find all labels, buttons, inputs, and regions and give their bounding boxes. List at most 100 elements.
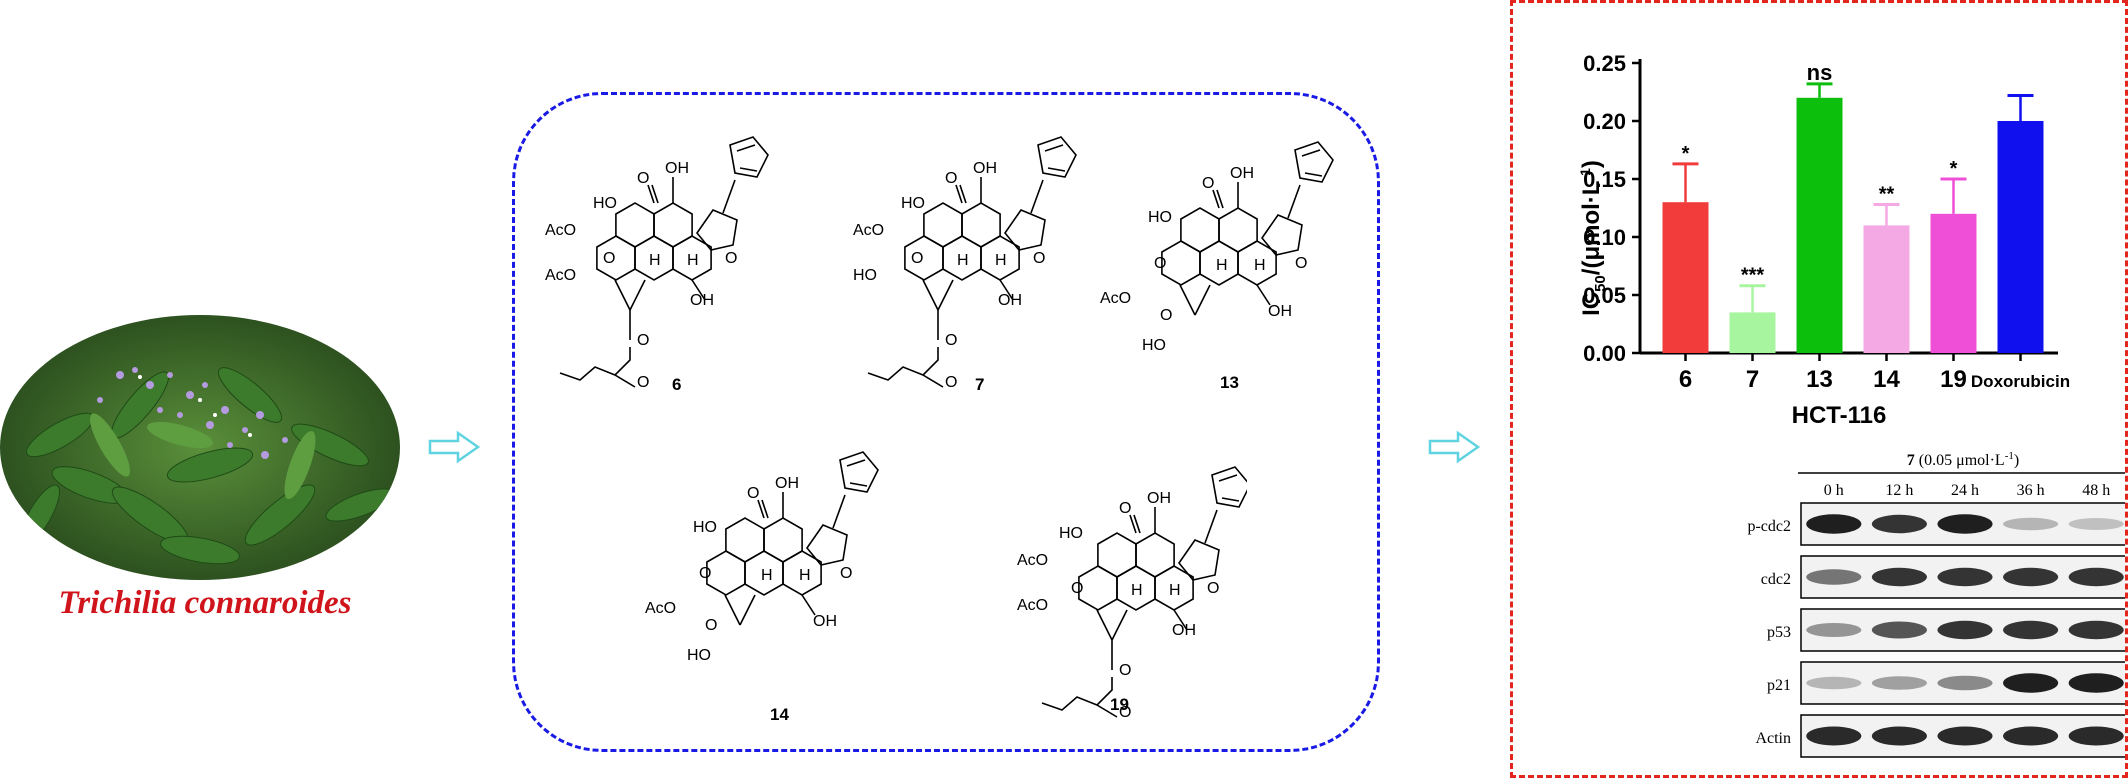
functional-group-label: AcO bbox=[545, 267, 576, 284]
functional-group-label: O bbox=[637, 374, 649, 391]
bond bbox=[937, 279, 954, 311]
functional-group-label: O bbox=[945, 374, 957, 391]
bond bbox=[647, 184, 655, 204]
arrow-right-icon bbox=[428, 430, 480, 464]
functional-group-label: H bbox=[1169, 582, 1181, 599]
bond bbox=[1179, 284, 1196, 316]
functional-group-label: H bbox=[687, 252, 699, 269]
functional-group-label: H bbox=[649, 252, 661, 269]
functional-group-label: O bbox=[945, 332, 957, 349]
bond bbox=[724, 594, 741, 626]
blot-band bbox=[2003, 673, 2059, 693]
functional-group-label: O bbox=[945, 170, 957, 187]
functional-group-label: O bbox=[725, 250, 737, 267]
blot-band bbox=[2068, 726, 2124, 746]
bar-19 bbox=[1930, 213, 1977, 353]
blot-band bbox=[1806, 676, 1862, 690]
plant-photo bbox=[0, 315, 400, 580]
significance-marker: ns bbox=[1807, 60, 1833, 85]
bond bbox=[1111, 609, 1128, 641]
blot-band bbox=[1937, 675, 1993, 691]
functional-group-label: OH bbox=[1268, 303, 1292, 320]
blot-band bbox=[1871, 567, 1927, 587]
bond bbox=[739, 594, 756, 626]
bond bbox=[1304, 172, 1323, 177]
functional-group-label: H bbox=[1131, 582, 1143, 599]
y-tick-label: 0.25 bbox=[1583, 51, 1626, 76]
functional-group-label: HO bbox=[687, 647, 711, 664]
compound-label: 19 bbox=[1110, 695, 1129, 714]
functional-group-label: O bbox=[747, 485, 759, 502]
bond bbox=[801, 594, 816, 616]
functional-group-label: OH bbox=[1230, 165, 1254, 182]
blot-band bbox=[1871, 726, 1927, 746]
significance-marker: * bbox=[1950, 158, 1958, 180]
functional-group-label: OH bbox=[998, 292, 1022, 309]
blot-band bbox=[1871, 514, 1927, 534]
furan-ring bbox=[1211, 466, 1247, 508]
functional-group-label: O bbox=[1154, 255, 1166, 272]
bond bbox=[1047, 167, 1066, 172]
functional-group-label: O bbox=[1207, 580, 1219, 597]
ring-bond bbox=[805, 524, 848, 566]
significance-marker: ** bbox=[1879, 184, 1895, 206]
bond bbox=[1218, 474, 1238, 482]
y-tick-label: 0.20 bbox=[1583, 109, 1626, 134]
protein-label: p21 bbox=[1767, 677, 1791, 694]
blot-band bbox=[2003, 620, 2059, 640]
functional-group-label: OH bbox=[1147, 490, 1171, 507]
bond bbox=[1301, 149, 1321, 157]
bond bbox=[1044, 144, 1064, 152]
bond bbox=[1030, 179, 1044, 214]
furan-ring bbox=[839, 451, 879, 493]
functional-group-label: HO bbox=[1142, 337, 1166, 354]
ring-bond bbox=[923, 202, 963, 248]
y-tick-label: 0.05 bbox=[1583, 283, 1626, 308]
protein-label: cdc2 bbox=[1761, 571, 1791, 588]
ring-bond bbox=[653, 202, 693, 248]
functional-group-label: OH bbox=[775, 475, 799, 492]
functional-group-label: OH bbox=[690, 292, 714, 309]
x-tick-label: 6 bbox=[1679, 366, 1692, 393]
functional-group-label: HO bbox=[1148, 209, 1172, 226]
significance-marker: *** bbox=[1741, 265, 1765, 287]
functional-group-label: OH bbox=[813, 613, 837, 630]
functional-group-label: AcO bbox=[645, 600, 676, 617]
compound-label: 6 bbox=[672, 375, 682, 394]
functional-group-label: H bbox=[1254, 257, 1266, 274]
functional-group-label: H bbox=[1216, 257, 1228, 274]
functional-group-label: O bbox=[840, 565, 852, 582]
ring-bond bbox=[596, 235, 636, 281]
functional-group-label: AcO bbox=[1100, 290, 1131, 307]
blot-band bbox=[1806, 623, 1862, 637]
functional-group-label: O bbox=[705, 617, 717, 634]
ring-bond bbox=[1260, 214, 1303, 256]
bond bbox=[999, 279, 1014, 301]
x-tick-label: 14 bbox=[1873, 366, 1900, 393]
y-axis-label: IC50/(μmol·L-1) bbox=[1577, 160, 1609, 316]
bond bbox=[651, 184, 659, 204]
bond bbox=[1129, 514, 1137, 534]
blot-band bbox=[2003, 567, 2059, 587]
x-tick-label: 13 bbox=[1806, 366, 1833, 393]
bar-7 bbox=[1729, 312, 1776, 353]
protein-label: p53 bbox=[1767, 624, 1791, 641]
functional-group-label: O bbox=[911, 250, 923, 267]
bond bbox=[955, 184, 963, 204]
functional-group-label: O bbox=[1033, 250, 1045, 267]
timepoint-label: 48 h bbox=[2082, 482, 2110, 499]
ring-bond bbox=[695, 209, 738, 251]
functional-group-label: O bbox=[699, 565, 711, 582]
functional-group-label: AcO bbox=[545, 222, 576, 239]
bar-13 bbox=[1796, 97, 1843, 353]
blot-band bbox=[1937, 620, 1993, 640]
